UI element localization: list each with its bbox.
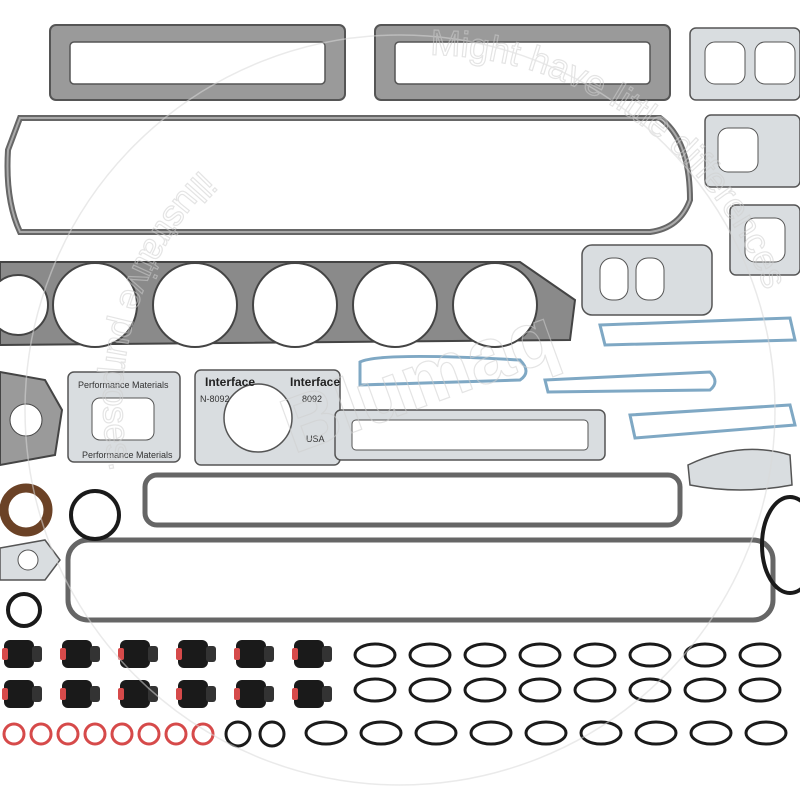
valve-stem-seal bbox=[292, 640, 332, 668]
o-ring bbox=[744, 720, 788, 746]
o-ring bbox=[689, 720, 733, 746]
valve-cover-gasket bbox=[4, 115, 694, 235]
printed-gasket-1: Performance Materials Performance Materi… bbox=[67, 371, 181, 463]
valve-stem-seal bbox=[234, 640, 274, 668]
red-seal-ring bbox=[2, 722, 26, 746]
o-ring bbox=[579, 720, 623, 746]
o-ring bbox=[628, 642, 672, 668]
thin-gaskets-right bbox=[358, 316, 797, 440]
o-ring bbox=[738, 642, 782, 668]
o-ring bbox=[463, 642, 507, 668]
o-ring bbox=[414, 720, 458, 746]
o-ring-grid bbox=[304, 642, 788, 746]
crank-seal bbox=[0, 483, 53, 537]
o-ring bbox=[683, 677, 727, 703]
o-ring bbox=[359, 720, 403, 746]
o-ring-large bbox=[69, 489, 121, 541]
valve-stem-seal bbox=[60, 640, 100, 668]
maker-label-2: Performance Materials bbox=[82, 450, 173, 460]
intake-manifold-gasket bbox=[581, 244, 713, 316]
oil-pan-gasket-small bbox=[142, 472, 683, 528]
o-ring bbox=[628, 677, 672, 703]
red-seal-ring bbox=[56, 722, 80, 746]
brand-label-1: Interface bbox=[205, 375, 255, 389]
country-label: USA bbox=[306, 434, 325, 444]
red-seal-ring bbox=[137, 722, 161, 746]
o-ring bbox=[304, 720, 348, 746]
o-ring bbox=[258, 720, 286, 748]
red-seal-ring bbox=[164, 722, 188, 746]
exhaust-gasket-3 bbox=[729, 204, 800, 276]
valve-stem-seal bbox=[234, 680, 274, 708]
valve-stem-seal bbox=[2, 680, 42, 708]
valve-stem-seals bbox=[2, 640, 332, 708]
water-pump-gasket bbox=[687, 448, 793, 491]
o-ring bbox=[738, 677, 782, 703]
o-ring bbox=[683, 642, 727, 668]
o-ring bbox=[224, 720, 252, 748]
exhaust-gasket-1 bbox=[689, 27, 800, 101]
o-ring bbox=[634, 720, 678, 746]
red-seal-ring bbox=[110, 722, 134, 746]
red-seal-rings bbox=[2, 720, 286, 748]
printed-gasket-3 bbox=[334, 409, 606, 461]
o-ring-right bbox=[760, 495, 800, 595]
exhaust-gasket-2 bbox=[704, 114, 800, 188]
o-ring bbox=[353, 642, 397, 668]
top-cover-gasket-left bbox=[49, 24, 346, 101]
o-ring bbox=[463, 677, 507, 703]
valve-stem-seal bbox=[118, 680, 158, 708]
brand-label-2: Interface bbox=[290, 375, 340, 389]
side-cover-gasket bbox=[0, 370, 64, 467]
o-ring bbox=[408, 677, 452, 703]
valve-stem-seal bbox=[118, 640, 158, 668]
part-code-label: N-8092 bbox=[200, 394, 230, 404]
o-ring bbox=[408, 642, 452, 668]
o-ring-small bbox=[6, 592, 42, 628]
part-code-label-2: 8092 bbox=[302, 394, 322, 404]
o-ring bbox=[573, 677, 617, 703]
thermostat-gasket bbox=[0, 539, 61, 581]
o-ring bbox=[524, 720, 568, 746]
valve-stem-seal bbox=[176, 640, 216, 668]
o-ring bbox=[518, 677, 562, 703]
o-ring bbox=[573, 642, 617, 668]
red-seal-ring bbox=[29, 722, 53, 746]
o-ring bbox=[469, 720, 513, 746]
red-seal-ring bbox=[191, 722, 215, 746]
valve-stem-seal bbox=[176, 680, 216, 708]
valve-stem-seal bbox=[2, 640, 42, 668]
valve-stem-seal bbox=[60, 680, 100, 708]
o-ring bbox=[518, 642, 562, 668]
o-ring bbox=[353, 677, 397, 703]
red-seal-ring bbox=[83, 722, 107, 746]
maker-label-1: Performance Materials bbox=[78, 380, 169, 390]
printed-gasket-2: Interface Interface N-8092 8092 USA bbox=[194, 369, 341, 466]
valve-stem-seal bbox=[292, 680, 332, 708]
top-cover-gasket-right bbox=[374, 24, 671, 101]
